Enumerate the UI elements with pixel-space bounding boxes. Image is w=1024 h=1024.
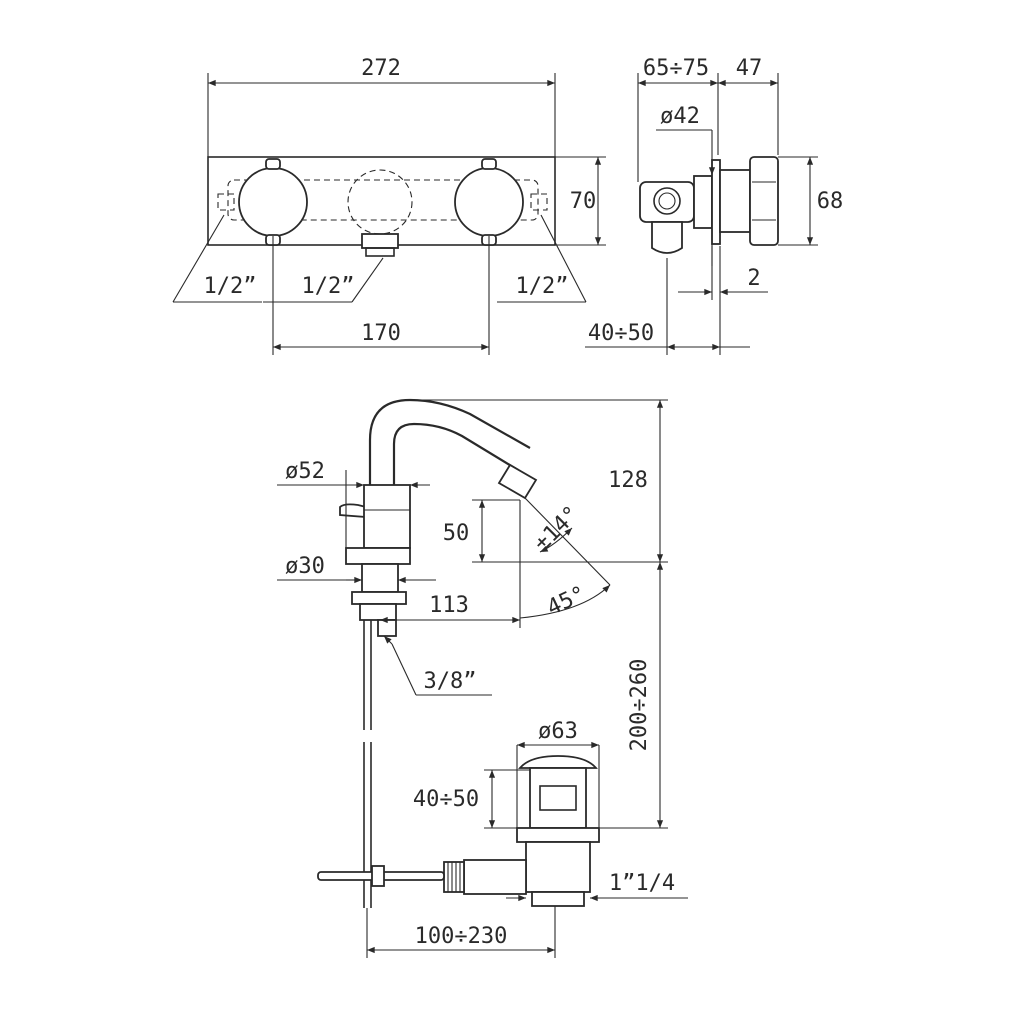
dim-rod-length: 100÷230 <box>415 924 508 949</box>
dim-swivel-angle: ±14° <box>529 501 584 556</box>
dim-base-diameter: ø52 <box>285 459 325 484</box>
dim-mount-height: 200÷260 <box>627 659 652 752</box>
bidet-mixer-view: 128 ø52 50 ±14° ø30 113 45° 3/8” <box>277 398 688 958</box>
dim-diameter: ø42 <box>660 104 700 129</box>
dim-waste-diameter: ø63 <box>538 719 578 744</box>
center-spout-body <box>347 169 413 257</box>
thread-left-label: 1/2” <box>204 274 257 299</box>
dim-tilt-angle: 45° <box>543 582 590 621</box>
left-handle <box>238 158 308 246</box>
hidden-body <box>227 179 539 221</box>
side-view: 65÷75 47 ø42 68 2 40÷50 <box>585 56 843 355</box>
dim-side-height: 68 <box>817 189 844 214</box>
pop-up-waste <box>317 755 600 907</box>
dim-waste-height: 40÷50 <box>413 787 479 812</box>
dim-spout-height: 128 <box>608 468 648 493</box>
dim-width-total: 272 <box>361 56 401 81</box>
front-view: 272 70 1/2” 1/2” 1/2” 170 <box>172 56 606 355</box>
dim-plate-depth: 47 <box>736 56 763 81</box>
thread-right-label: 1/2” <box>516 274 569 299</box>
right-handle <box>454 158 524 246</box>
dim-shank-diameter: ø30 <box>285 554 325 579</box>
dim-offset: 2 <box>747 266 760 291</box>
dim-pipe-depth: 40÷50 <box>588 321 654 346</box>
spout-outer <box>368 398 531 548</box>
dim-center-distance: 170 <box>361 321 401 346</box>
dim-reach: 113 <box>429 593 469 618</box>
spout-inner <box>392 422 519 548</box>
dim-height: 70 <box>570 189 597 214</box>
dim-aerator-height: 50 <box>443 521 470 546</box>
dim-wall-depth: 65÷75 <box>643 56 709 81</box>
dim-waste-thread: 1”1/4 <box>609 871 675 896</box>
thread-center-label: 1/2” <box>302 274 355 299</box>
connection-label: 3/8” <box>424 669 477 694</box>
